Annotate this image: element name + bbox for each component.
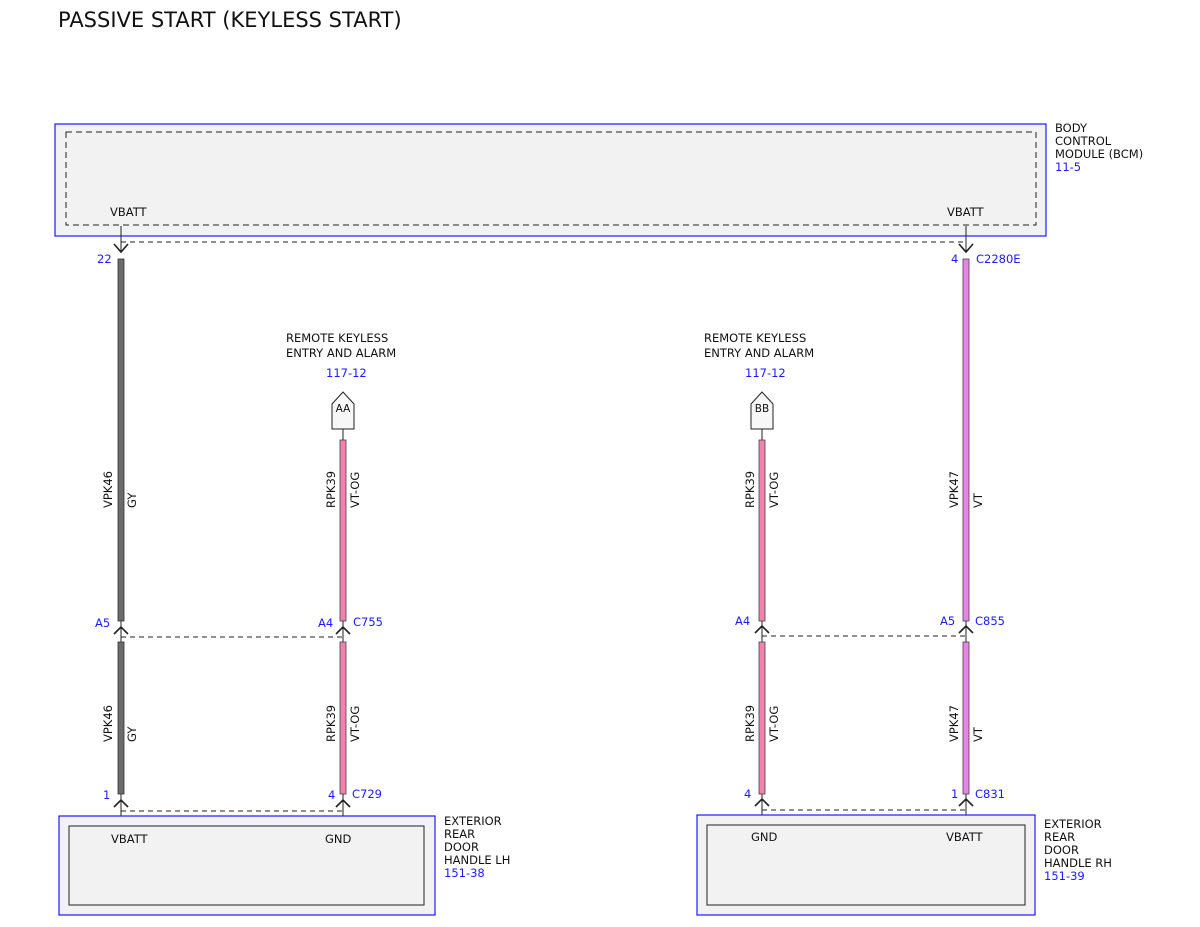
wire-rpk39-left-circuit-upper: RPK39: [324, 471, 338, 508]
handle-lh-line-3: DOOR: [444, 840, 479, 854]
wire-vpk46-upper[interactable]: [117, 258, 125, 622]
bcm-name-line-2: CONTROL: [1055, 134, 1112, 148]
wire-vpk46-color-lower: GY: [125, 726, 139, 742]
handle-rh-pin-left-label: GND: [751, 830, 778, 844]
remote-right-line-1: REMOTE KEYLESS: [704, 331, 806, 345]
wire-rpk39-right-circuit-upper: RPK39: [743, 471, 757, 508]
connector-aa-icon[interactable]: AA: [331, 391, 355, 440]
wire-vpk47-color-lower: VT: [971, 726, 985, 742]
connector-c831-label[interactable]: C831: [975, 787, 1005, 801]
connector-c2280e[interactable]: C2280E: [976, 252, 1021, 266]
connector-bb-label: BB: [755, 403, 769, 415]
wire-vpk46-circuit-upper: VPK46: [101, 471, 115, 508]
connector-bb-icon[interactable]: BB: [750, 391, 774, 440]
wire-rpk39-left-upper[interactable]: [339, 439, 347, 622]
door-handle-lh-module[interactable]: VBATT GND: [58, 815, 436, 916]
wire-vpk47-color-upper: VT: [971, 492, 985, 508]
wire-rpk39-left-lower[interactable]: [339, 641, 347, 795]
bcm-pin-left-label: VBATT: [110, 205, 148, 219]
handle-rh-pin-right-label: VBATT: [946, 830, 984, 844]
wire-rpk39-left-circuit-lower: RPK39: [324, 705, 338, 742]
remote-left-line-2: ENTRY AND ALARM: [286, 346, 396, 360]
page-title: PASSIVE START (KEYLESS START): [58, 8, 402, 32]
wire-rpk39-right-color-upper: VT-OG: [767, 472, 781, 508]
handle-rh-name: EXTERIOR REAR DOOR HANDLE RH 151-39: [1044, 817, 1112, 883]
bcm-name: BODY CONTROL MODULE (BCM) 11-5: [1055, 121, 1143, 174]
bcm-ref-link[interactable]: 11-5: [1055, 160, 1081, 174]
bcm-name-line-1: BODY: [1055, 121, 1088, 135]
remote-right-ref-link[interactable]: 117-12: [745, 366, 786, 380]
handle-lh-line-4: HANDLE LH: [444, 853, 510, 867]
wire-rpk39-right-color-lower: VT-OG: [767, 706, 781, 742]
pin-bcm-right: 4: [951, 252, 958, 266]
bcm-module[interactable]: VBATT VBATT: [54, 123, 1047, 237]
handle-lh-pin-right-label: GND: [325, 832, 352, 846]
handle-lh-line-2: REAR: [444, 827, 475, 841]
pin-lh-bottom-left: 1: [103, 788, 110, 802]
wire-rpk39-left-color-upper: VT-OG: [348, 472, 362, 508]
handle-lh-name: EXTERIOR REAR DOOR HANDLE LH 151-38: [444, 814, 510, 880]
bcm-left-arrow-icon: [113, 243, 129, 254]
pin-rh-bottom-left: 4: [744, 787, 751, 801]
handle-rh-line-1: EXTERIOR: [1044, 817, 1102, 831]
pin-rh-mid-left: A4: [735, 614, 750, 628]
pin-lh-mid-left: A5: [95, 616, 110, 630]
pin-rh-bottom-right: 1: [951, 787, 958, 801]
pin-rh-mid-right: A5: [940, 614, 955, 628]
remote-keyless-right: REMOTE KEYLESS ENTRY AND ALARM 117-12: [704, 331, 814, 380]
connector-c755[interactable]: [113, 621, 351, 642]
connector-c855[interactable]: [754, 621, 974, 642]
wire-rpk39-left-color-lower: VT-OG: [348, 706, 362, 742]
wire-vpk47-lower[interactable]: [962, 641, 970, 795]
handle-rh-line-3: DOOR: [1044, 843, 1079, 857]
bcm-pin-right-label: VBATT: [947, 205, 985, 219]
remote-left-line-1: REMOTE KEYLESS: [286, 331, 388, 345]
handle-rh-line-2: REAR: [1044, 830, 1075, 844]
connector-c855-label[interactable]: C855: [975, 614, 1005, 628]
wire-vpk47-circuit-lower: VPK47: [947, 705, 961, 742]
handle-lh-pin-left-label: VBATT: [111, 832, 149, 846]
wire-vpk46-color-upper: GY: [125, 492, 139, 508]
remote-left-ref-link[interactable]: 117-12: [326, 366, 367, 380]
remote-right-line-2: ENTRY AND ALARM: [704, 346, 814, 360]
remote-keyless-left: REMOTE KEYLESS ENTRY AND ALARM 117-12: [286, 331, 396, 380]
bcm-right-arrow-icon: [958, 243, 974, 254]
handle-lh-line-1: EXTERIOR: [444, 814, 502, 828]
pin-lh-bottom-right: 4: [328, 788, 335, 802]
wire-rpk39-right-upper[interactable]: [758, 439, 766, 622]
wire-vpk46-lower[interactable]: [117, 641, 125, 795]
handle-rh-line-4: HANDLE RH: [1044, 856, 1112, 870]
wire-vpk46-circuit-lower: VPK46: [101, 705, 115, 742]
wire-rpk39-right-lower[interactable]: [758, 641, 766, 795]
handle-rh-ref-link[interactable]: 151-39: [1044, 869, 1085, 883]
pin-lh-mid-right: A4: [318, 616, 333, 630]
connector-c729-label[interactable]: C729: [352, 787, 382, 801]
wire-vpk47-upper[interactable]: [962, 258, 970, 622]
connector-aa-label: AA: [336, 403, 351, 415]
wire-rpk39-right-circuit-lower: RPK39: [743, 705, 757, 742]
pin-bcm-left: 22: [97, 252, 112, 266]
handle-lh-ref-link[interactable]: 151-38: [444, 866, 485, 880]
door-handle-rh-module[interactable]: GND VBATT: [696, 814, 1036, 916]
connector-c755-label[interactable]: C755: [353, 615, 383, 629]
bcm-name-line-3: MODULE (BCM): [1055, 147, 1143, 161]
wire-vpk47-circuit-upper: VPK47: [947, 471, 961, 508]
